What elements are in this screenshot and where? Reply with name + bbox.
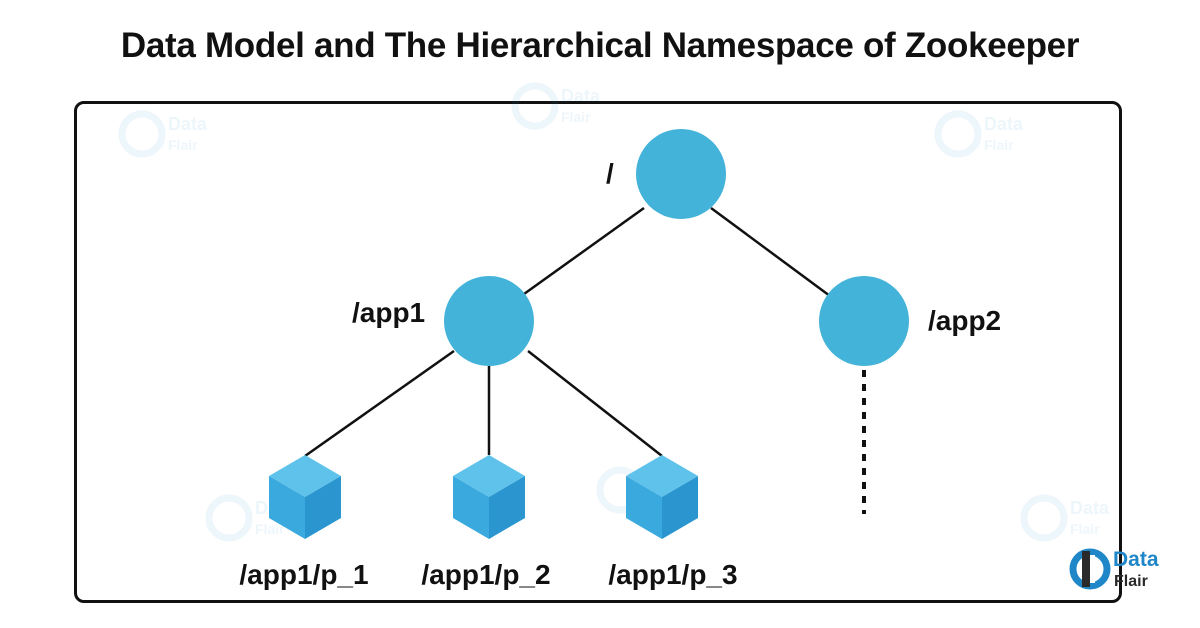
svg-text:Data: Data [1070, 498, 1110, 518]
diagram-frame [74, 101, 1122, 603]
logo-text-flair: Flair [1114, 573, 1148, 590]
node-p3 [626, 455, 698, 539]
svg-text:Flair: Flair [1070, 521, 1100, 537]
edge-root-app1 [523, 206, 645, 296]
edge-app1-p3 [527, 350, 663, 457]
svg-text:Flair: Flair [984, 137, 1014, 153]
node-p1 [269, 455, 341, 539]
svg-text:Data: Data [561, 86, 601, 106]
svg-text:Data: Data [984, 114, 1024, 134]
node-root [636, 129, 726, 219]
node-app1 [444, 276, 534, 366]
svg-text:Flair: Flair [168, 137, 198, 153]
watermark: Data Flair [118, 110, 208, 158]
node-app2 [819, 276, 909, 366]
svg-text:Flair: Flair [561, 109, 591, 125]
label-root: / [606, 158, 614, 189]
label-app2: /app2 [928, 305, 1001, 336]
edges [304, 206, 866, 514]
watermark: Data Flair [511, 82, 601, 130]
label-p3: /app1/p_3 [608, 559, 737, 590]
svg-text:Data: Data [168, 114, 208, 134]
svg-text:Flair: Flair [255, 521, 285, 537]
watermark: Data Flair [1020, 494, 1110, 542]
watermark: Data Flair [934, 110, 1024, 158]
dataflair-logo: Data Flair [1069, 548, 1159, 590]
label-app1: /app1 [352, 297, 425, 328]
node-p2 [453, 455, 525, 539]
edge-root-app2 [710, 206, 831, 298]
label-p1: /app1/p_1 [239, 559, 368, 590]
logo-text-data: Data [1113, 548, 1159, 571]
diagram-title: Data Model and The Hierarchical Namespac… [120, 26, 1080, 65]
edge-app1-p1 [304, 349, 455, 458]
label-p2: /app1/p_2 [421, 559, 550, 590]
